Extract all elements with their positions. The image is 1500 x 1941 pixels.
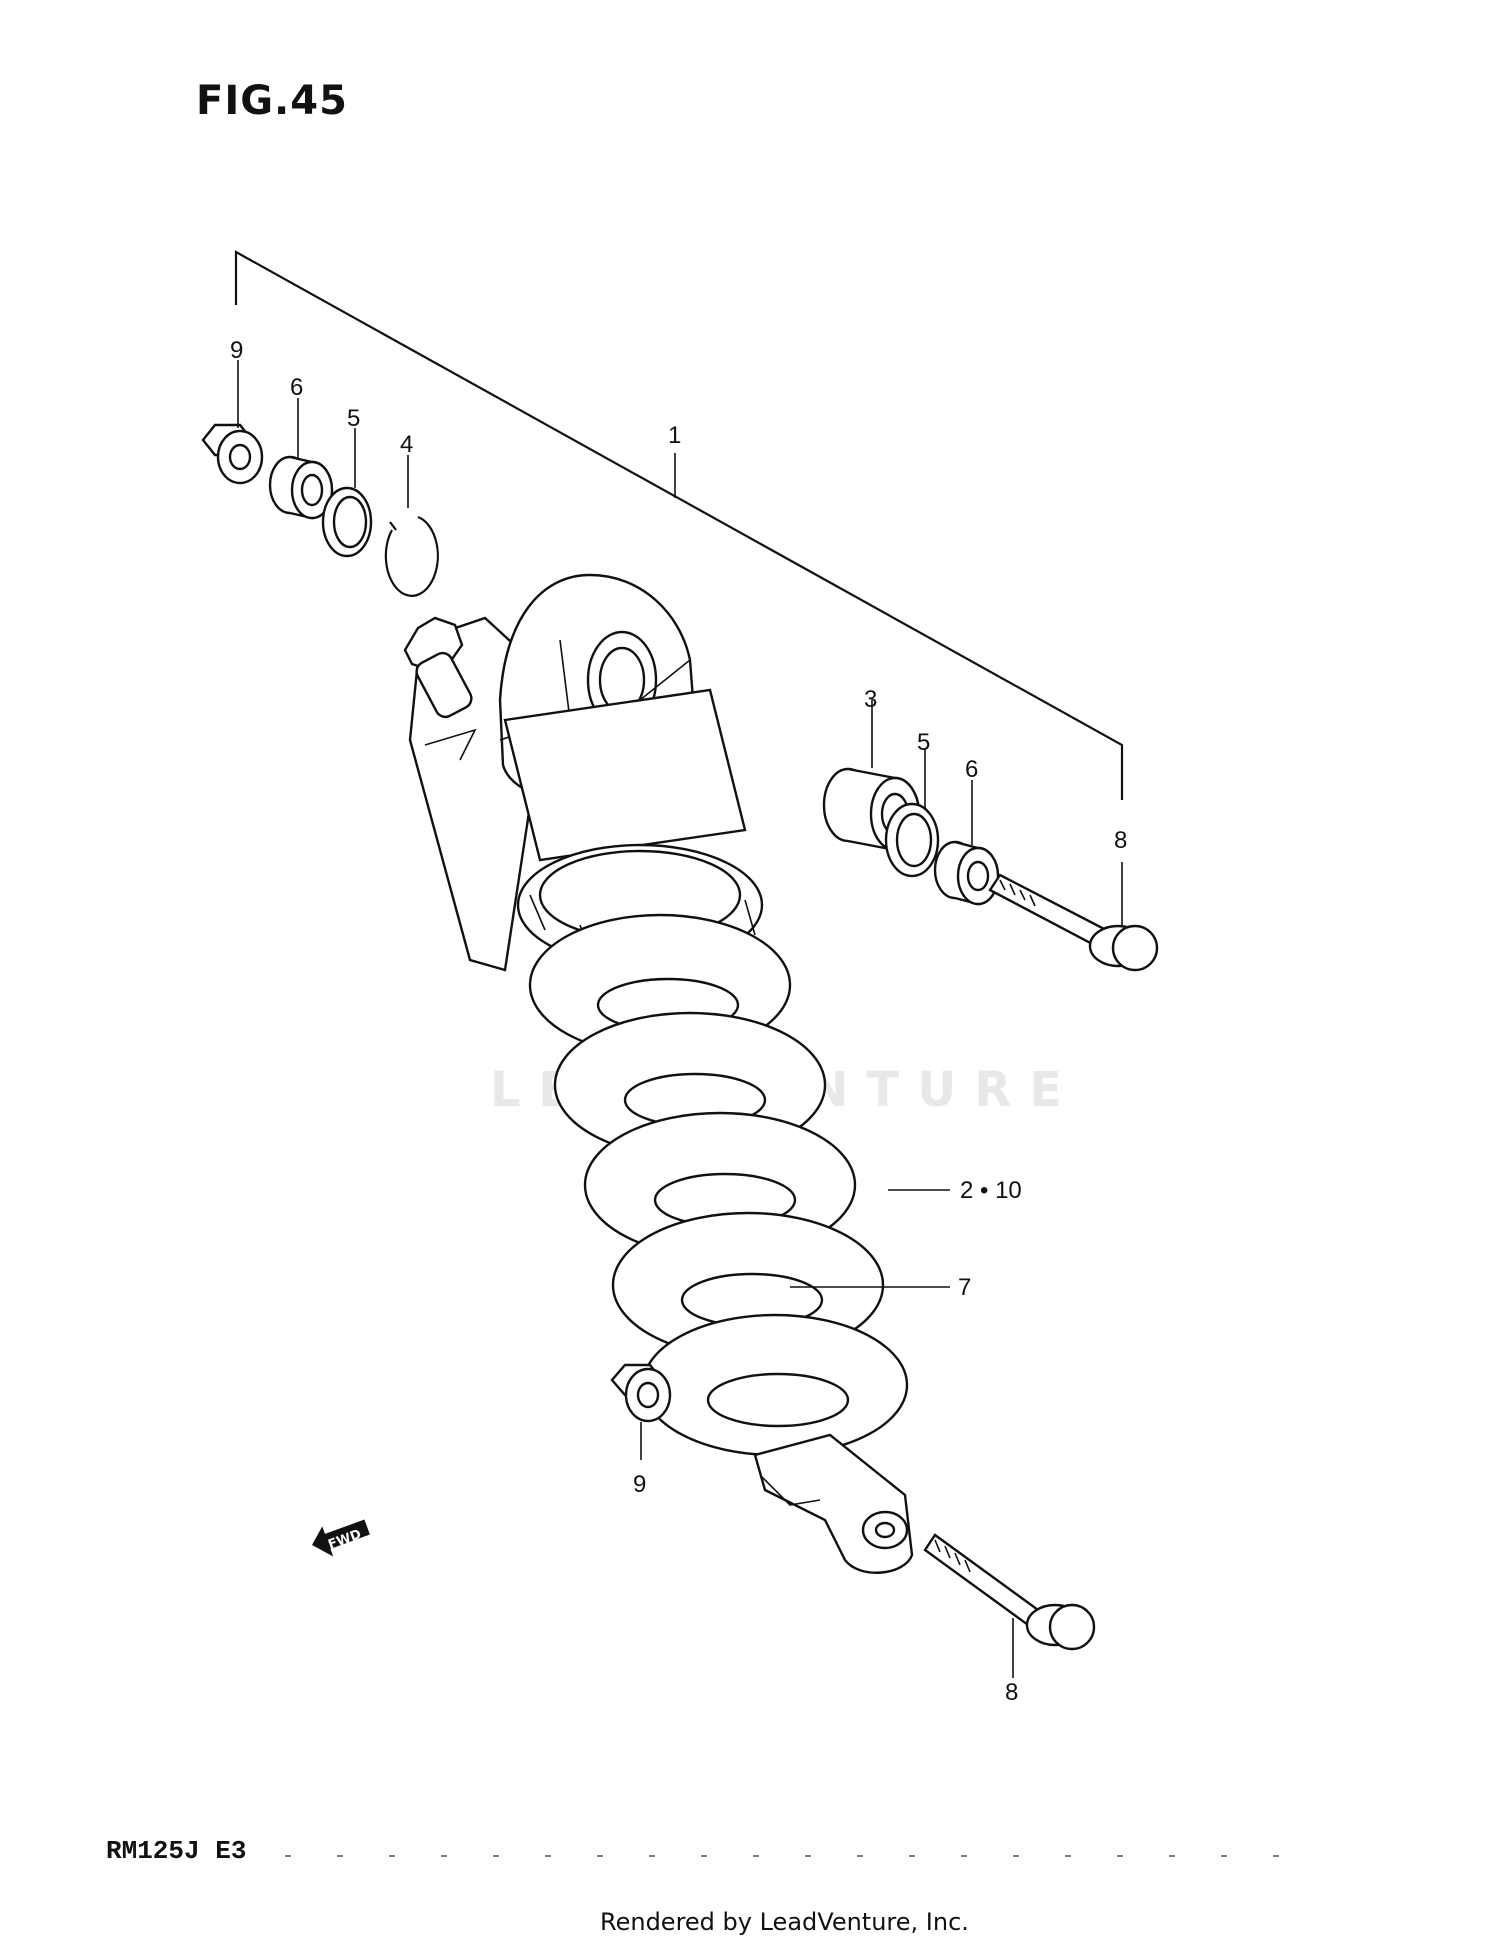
shock-absorber bbox=[403, 573, 914, 1574]
part-5-right-seal bbox=[884, 748, 940, 878]
callout-2-10: 2 • 10 bbox=[960, 1177, 1022, 1204]
part-9-upper-nut bbox=[201, 360, 264, 485]
callout-3: 3 bbox=[864, 686, 877, 713]
figure-title: FIG.45 bbox=[196, 78, 348, 124]
callout-9-lower: 9 bbox=[633, 1471, 646, 1498]
callout-8-upper: 8 bbox=[1114, 827, 1127, 854]
part-6-right-collar bbox=[933, 780, 1000, 906]
fwd-arrow-icon bbox=[312, 1519, 370, 1557]
assembly-bracket bbox=[234, 250, 1124, 800]
callout-5-right: 5 bbox=[917, 729, 930, 756]
callout-6-right: 6 bbox=[965, 756, 978, 783]
footer-credit: Rendered by LeadVenture, Inc. bbox=[600, 1908, 969, 1936]
callout-5-upper: 5 bbox=[347, 405, 360, 432]
part-8-upper-bolt bbox=[988, 862, 1159, 972]
model-code: RM125J E3 bbox=[106, 1836, 246, 1866]
part-5-upper-seal bbox=[321, 428, 373, 558]
part-6-upper-collar bbox=[268, 398, 334, 520]
callout-4: 4 bbox=[400, 431, 413, 458]
callout-6-upper: 6 bbox=[290, 374, 303, 401]
part-9-lower-nut bbox=[610, 1363, 672, 1460]
callout-7: 7 bbox=[958, 1274, 971, 1301]
callout-9-upper: 9 bbox=[230, 337, 243, 364]
callout-8-lower: 8 bbox=[1005, 1679, 1018, 1706]
part-8-lower-bolt bbox=[923, 1533, 1096, 1678]
part-4-circlip bbox=[384, 455, 439, 597]
callout-1: 1 bbox=[668, 422, 681, 449]
